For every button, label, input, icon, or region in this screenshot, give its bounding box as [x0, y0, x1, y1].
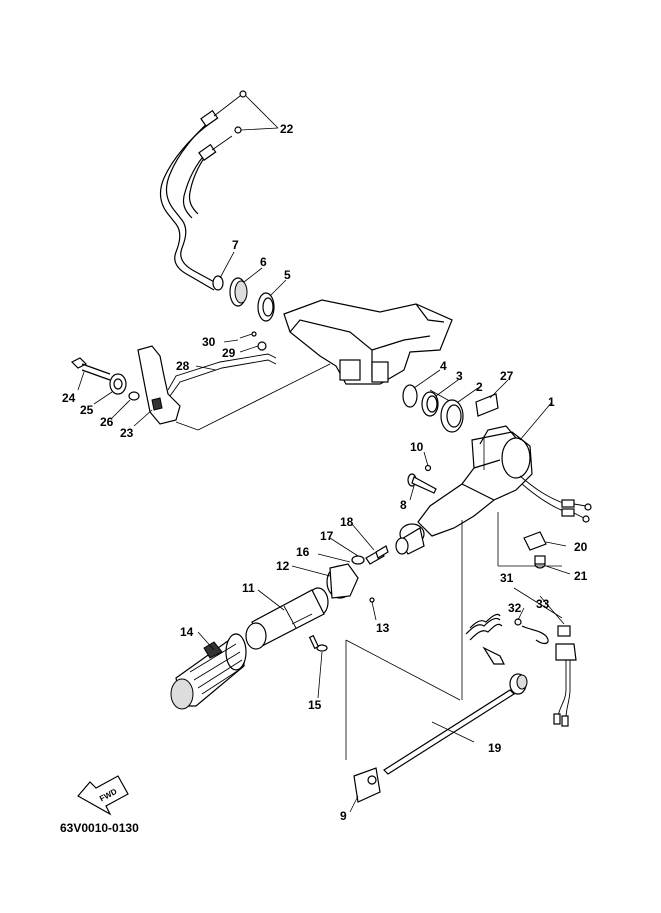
callout-22: 22 [280, 122, 294, 136]
callout-17: 17 [320, 529, 334, 543]
callout-1: 1 [548, 395, 555, 409]
callout-23: 23 [120, 426, 134, 440]
forward-arrow-icon: FWD [77, 775, 129, 816]
callout-15: 15 [308, 698, 322, 712]
callout-3: 3 [456, 369, 463, 383]
tiller-handle-arm [395, 425, 592, 700]
callout-2: 2 [476, 380, 483, 394]
callout-4: 4 [440, 359, 447, 373]
throttle-cables [159, 90, 247, 291]
callout-11: 11 [242, 581, 255, 595]
callout-6: 6 [260, 255, 267, 269]
throttle-shaft-19 [345, 639, 528, 803]
washer-group-2-3-4 [402, 384, 499, 433]
callout-31: 31 [500, 571, 514, 585]
screw-15 [308, 634, 328, 652]
callout-24: 24 [62, 391, 76, 405]
callout-33: 33 [536, 597, 550, 611]
callout-32: 32 [508, 601, 522, 615]
stop-switch-parts [465, 531, 577, 727]
callout-8: 8 [400, 498, 407, 512]
callout-12: 12 [276, 559, 290, 573]
diagram-code: 63V0010-0130 [60, 821, 139, 835]
bushing-group-5-6-7 [212, 275, 275, 322]
callout-13: 13 [376, 621, 390, 635]
callout-19: 19 [488, 741, 502, 755]
callout-21: 21 [574, 569, 588, 583]
callout-30: 30 [202, 335, 216, 349]
callout-7: 7 [232, 238, 239, 252]
callout-5: 5 [284, 268, 291, 282]
callout-27: 27 [500, 369, 514, 383]
callout-numbers: 1 2 3 4 5 6 7 8 9 10 11 12 13 14 15 16 1… [62, 122, 588, 823]
callout-29: 29 [222, 346, 236, 360]
steering-bracket [283, 299, 456, 405]
callout-10: 10 [410, 440, 424, 454]
cable-bracket-parts [70, 331, 331, 431]
callout-14: 14 [180, 625, 194, 639]
bolt-8-pin-10 [407, 464, 437, 494]
callout-18: 18 [340, 515, 354, 529]
callout-26: 26 [100, 415, 114, 429]
callout-leaders [77, 95, 571, 813]
throttle-grip-assembly [170, 563, 375, 710]
callout-28: 28 [176, 359, 190, 373]
callout-20: 20 [574, 540, 588, 554]
callout-25: 25 [80, 403, 94, 417]
friction-parts-16-17-18 [351, 545, 389, 565]
callout-16: 16 [296, 545, 310, 559]
callout-9: 9 [340, 809, 347, 823]
